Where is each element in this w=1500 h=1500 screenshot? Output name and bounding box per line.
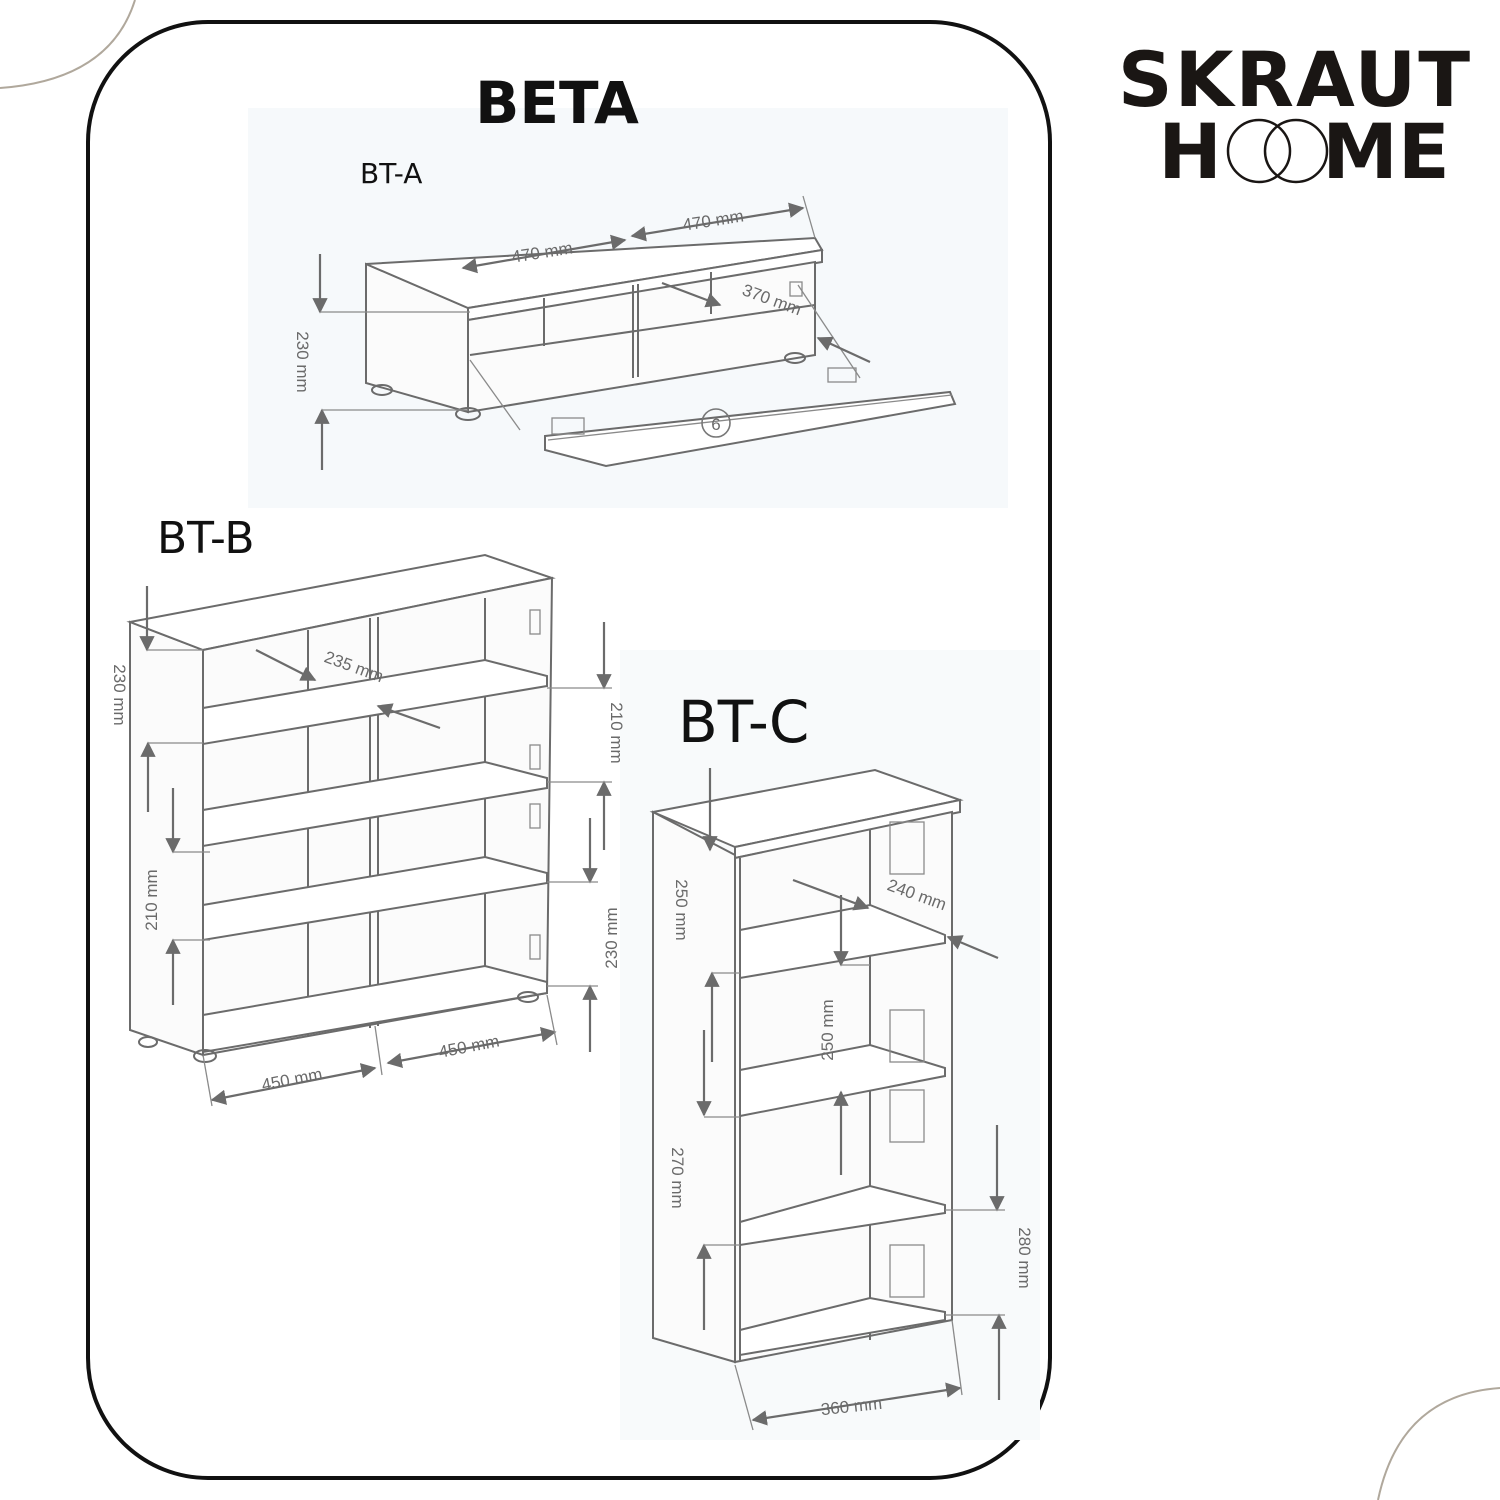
part-number-circle: [701, 408, 731, 438]
brand-line2-right: ME: [1322, 107, 1450, 196]
bt-b-left-mid: 210 mm: [142, 869, 161, 930]
bt-c-hinges: [889, 821, 925, 1298]
bt-b-label: BT-B: [157, 513, 255, 564]
brand-line1: SKRAUT: [1118, 35, 1472, 124]
brand-logo: SKRAUT H ME: [1118, 35, 1472, 196]
bt-b-right-bottom: 230 mm: [602, 907, 621, 968]
corner-arc-top-left: [0, 0, 136, 89]
bt-c-mid: 250 mm: [818, 999, 837, 1060]
bt-c-lower: 270 mm: [668, 1147, 687, 1208]
brand-line2-left: H: [1158, 107, 1222, 196]
bt-a-height: 230 mm: [293, 331, 312, 392]
bt-a-cabinet: 6 470 mm 470 mm 370 mm 230 mm: [293, 195, 957, 470]
corner-arc-bottom-right: [1377, 1387, 1500, 1500]
part-number: 6: [711, 415, 720, 434]
bt-c-shelf: 250 mm 240 mm 250 mm 270 mm 280 mm 360 m…: [649, 768, 1034, 1431]
bt-c-label: BT-C: [678, 688, 809, 756]
diagram-title: BETA: [475, 69, 639, 137]
bt-c-top: 250 mm: [672, 879, 691, 940]
bt-c-bottom: 280 mm: [1015, 1227, 1034, 1288]
bt-b-shelves: [202, 658, 548, 1054]
bt-a-label: BT-A: [360, 157, 422, 190]
bt-c-shelves: [739, 903, 946, 1357]
bt-b-right-top: 210 mm: [607, 702, 626, 763]
double-o-icon: [1226, 118, 1329, 184]
bt-b-top-height: 230 mm: [110, 664, 129, 725]
